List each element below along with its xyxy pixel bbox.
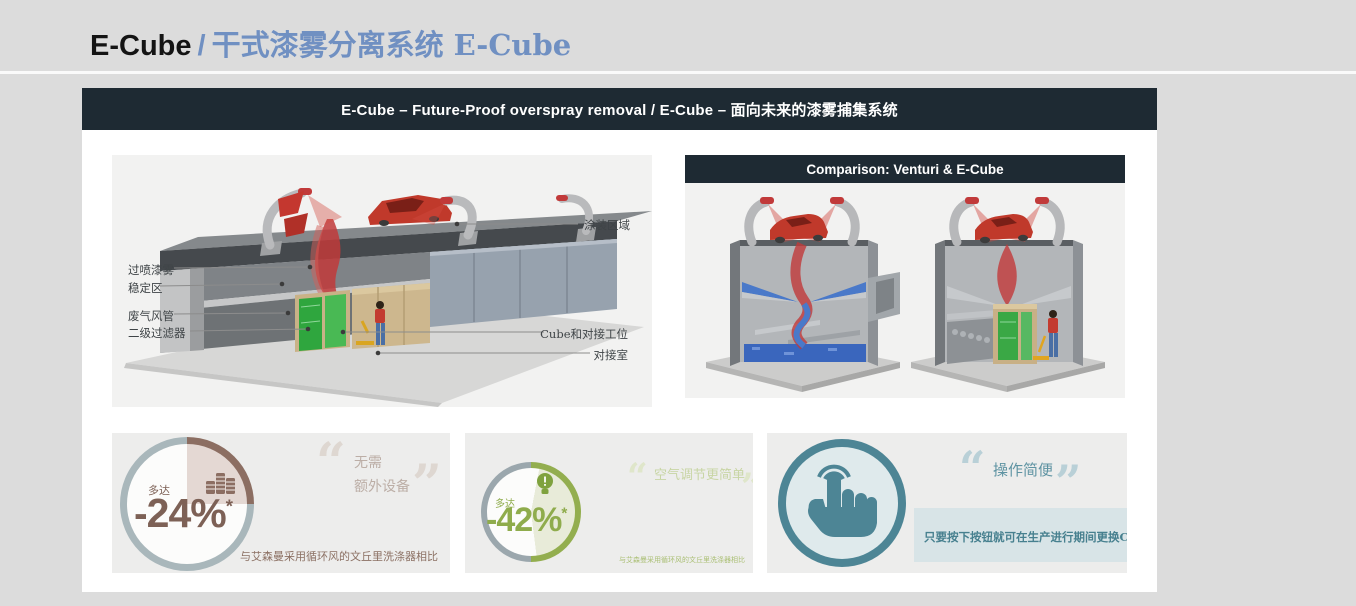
page-title-secondary: 干式漆雾分离系统 E-Cube	[211, 28, 572, 62]
coins-icon	[206, 473, 235, 494]
label-painting-area: 涂装区域	[584, 218, 630, 232]
page-title-separator: /	[197, 30, 206, 62]
operation-note: 只要按下按钮就可在生产进行期间更换Cube	[924, 530, 1127, 544]
booth-roof	[160, 211, 652, 251]
air-value: -42%*	[486, 501, 567, 539]
comparison-body	[685, 183, 1125, 398]
spray-flow	[997, 244, 1017, 306]
water-pool	[744, 344, 866, 362]
label-overspray: 过喷漆雾	[128, 263, 174, 277]
label-exhaust-duct: 废气风管	[128, 309, 174, 323]
paint-robot-left	[260, 188, 342, 256]
car-and-robots	[744, 197, 860, 247]
operation-quote: 操作简便	[993, 461, 1054, 479]
label-stabilization-zone: 稳定区	[128, 281, 163, 295]
cost-quote: 无需 额外设备	[354, 455, 410, 495]
booth-figure: 过喷漆雾 稳定区 废气风管 二级过滤器 涂装区域 Cube和对接工位 对接室	[112, 155, 652, 407]
paint-robot-far	[556, 194, 596, 242]
quote-open-icon: “	[627, 456, 648, 498]
header-divider	[0, 71, 1356, 74]
quote-close-icon: ”	[1055, 455, 1082, 509]
worker-figure	[1033, 310, 1058, 360]
air-prefix: 多达	[495, 499, 515, 510]
air-asterisk: *	[561, 505, 567, 523]
overspray-plume	[315, 219, 344, 309]
cost-value: -24%*	[134, 490, 233, 536]
car-and-robots	[949, 197, 1065, 247]
cube-row	[352, 283, 430, 349]
stat-card-cost: 多达 -24%* “ 无需 额外设备 ” 与艾森曼采用循环风的文丘里洗涤器相比	[112, 433, 450, 573]
booth-illustration	[124, 188, 652, 407]
comparison-header: Comparison: Venturi & E-Cube	[685, 155, 1125, 183]
lightbulb-icon	[537, 473, 553, 494]
venturi-illustration	[706, 197, 900, 392]
paint-robot-right	[412, 195, 478, 246]
comparison-title: Comparison: Venturi & E-Cube	[806, 161, 1004, 177]
quote-close-icon: ”	[412, 454, 442, 515]
cost-prefix: 多达	[148, 484, 170, 497]
air-gauge	[481, 462, 581, 562]
label-cube-docking-station: Cube和对接工位	[540, 327, 628, 341]
car-body	[368, 195, 452, 226]
air-quote: 空气调节更简单	[654, 468, 746, 483]
air-footnote: 与艾森曼采用循环风的文丘里洗涤器相比	[619, 556, 745, 564]
touch-hand-icon	[808, 464, 877, 537]
label-secondary-filter: 二级过滤器	[128, 326, 186, 340]
slide-panel: E-Cube – Future-Proof overspray removal …	[82, 88, 1157, 592]
operation-badge	[778, 439, 906, 567]
comparison-panel: Comparison: Venturi & E-Cube	[685, 155, 1125, 398]
slide-banner: E-Cube – Future-Proof overspray removal …	[82, 88, 1157, 130]
page-title-primary: E-Cube	[90, 30, 192, 62]
conveyor-ramp	[947, 318, 997, 364]
quote-open-icon: “	[959, 441, 986, 495]
quote-open-icon: “	[316, 433, 346, 493]
slide-banner-title: E-Cube – Future-Proof overspray removal …	[341, 101, 898, 119]
page-title: E-Cube/干式漆雾分离系统 E-Cube	[90, 22, 571, 64]
cost-gauge	[120, 437, 254, 571]
operation-note-band	[914, 508, 1127, 562]
booth-top-band	[160, 221, 617, 271]
worker-figure	[356, 301, 385, 345]
cost-footnote: 与艾森曼采用循环风的文丘里洗涤器相比	[240, 550, 438, 563]
floor-slab	[126, 301, 644, 403]
stat-card-air: 多达 -42%* “ 空气调节更简单 ” 与艾森曼采用循环风的文丘里洗涤器相比	[465, 433, 753, 573]
label-docking-room: 对接室	[593, 348, 629, 362]
booth-panels	[430, 239, 617, 327]
cost-asterisk: *	[225, 495, 233, 517]
stat-card-operation: “ 操作简便 ” 只要按下按钮就可在生产进行期间更换Cube	[767, 433, 1127, 573]
quote-close-icon: ”	[741, 469, 753, 505]
ecube-illustration	[911, 197, 1105, 392]
